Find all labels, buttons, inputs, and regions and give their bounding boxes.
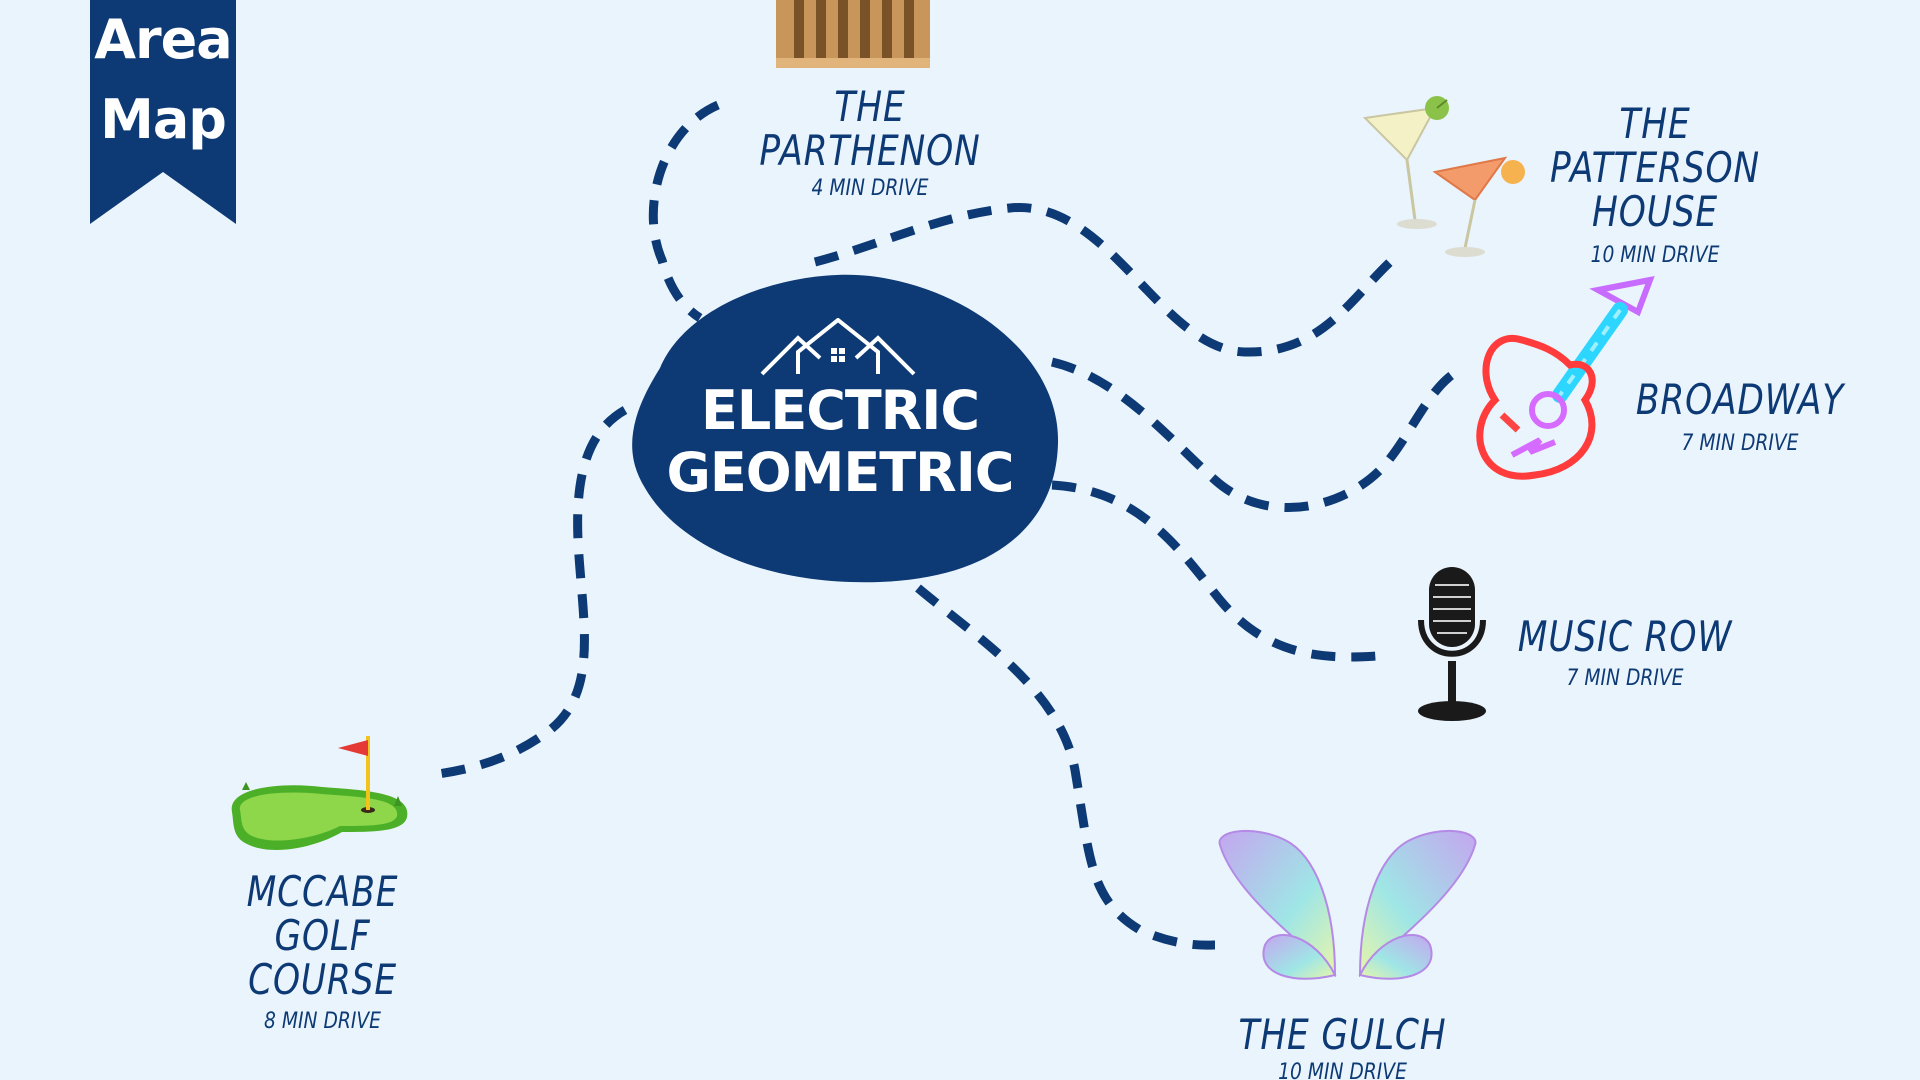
area-map-banner-title: Area Map	[90, 0, 236, 160]
destination-drive-time: 8 MIN DRIVE	[264, 1009, 381, 1034]
destination-name-line-2: HOUSE	[1592, 187, 1718, 236]
hub-blob	[632, 274, 1059, 583]
banner-line-1: Area	[94, 8, 233, 71]
route-music-row	[1051, 480, 1391, 662]
hub-line-2: GEOMETRIC	[666, 441, 1015, 504]
destination-name: MUSIC ROW	[1517, 612, 1733, 661]
destination-parthenon: THE PARTHENON 4 MIN DRIVE	[700, 85, 1040, 203]
destination-music-row: MUSIC ROW 7 MIN DRIVE	[1490, 615, 1760, 693]
destination-mccabe-golf-course: MCCABE GOLF COURSE 8 MIN DRIVE	[180, 870, 465, 1036]
houses-icon	[760, 318, 916, 376]
hub-line-1: ELECTRIC	[701, 379, 980, 442]
destination-the-gulch: THE GULCH 10 MIN DRIVE	[1200, 1013, 1485, 1080]
microphone-icon	[1418, 567, 1486, 721]
parthenon-icon	[776, 0, 930, 68]
route-parthenon	[648, 100, 720, 322]
route-gulch	[915, 584, 1216, 950]
destination-name-line-1: THE PATTERSON	[1550, 99, 1760, 192]
destination-name: THE GULCH	[1238, 1010, 1447, 1059]
area-map-banner	[90, 0, 236, 224]
destination-drive-time: 10 MIN DRIVE	[1278, 1060, 1407, 1080]
destination-drive-time: 7 MIN DRIVE	[1681, 431, 1799, 456]
banner-line-2: Map	[100, 88, 227, 151]
cocktail-icon	[1362, 96, 1525, 257]
destination-name: THE PARTHENON	[759, 82, 981, 175]
destination-name-line-2: COURSE	[248, 955, 397, 1004]
golf-green-icon	[231, 736, 408, 851]
neon-guitar-icon	[1476, 276, 1655, 480]
destination-drive-time: 4 MIN DRIVE	[811, 176, 929, 201]
route-mccabe	[429, 406, 628, 780]
route-broadway	[1050, 357, 1467, 512]
route-patterson	[813, 203, 1394, 357]
butterfly-wings-icon	[1218, 829, 1477, 980]
destination-drive-time: 10 MIN DRIVE	[1590, 243, 1720, 268]
destination-name: BROADWAY	[1635, 375, 1845, 424]
destination-broadway: BROADWAY 7 MIN DRIVE	[1605, 378, 1875, 458]
hub-title: ELECTRIC GEOMETRIC	[660, 380, 1020, 504]
destination-drive-time: 7 MIN DRIVE	[1566, 666, 1684, 691]
destination-name-line-1: MCCABE GOLF	[246, 867, 399, 960]
destination-patterson-house: THE PATTERSON HOUSE 10 MIN DRIVE	[1500, 102, 1810, 270]
